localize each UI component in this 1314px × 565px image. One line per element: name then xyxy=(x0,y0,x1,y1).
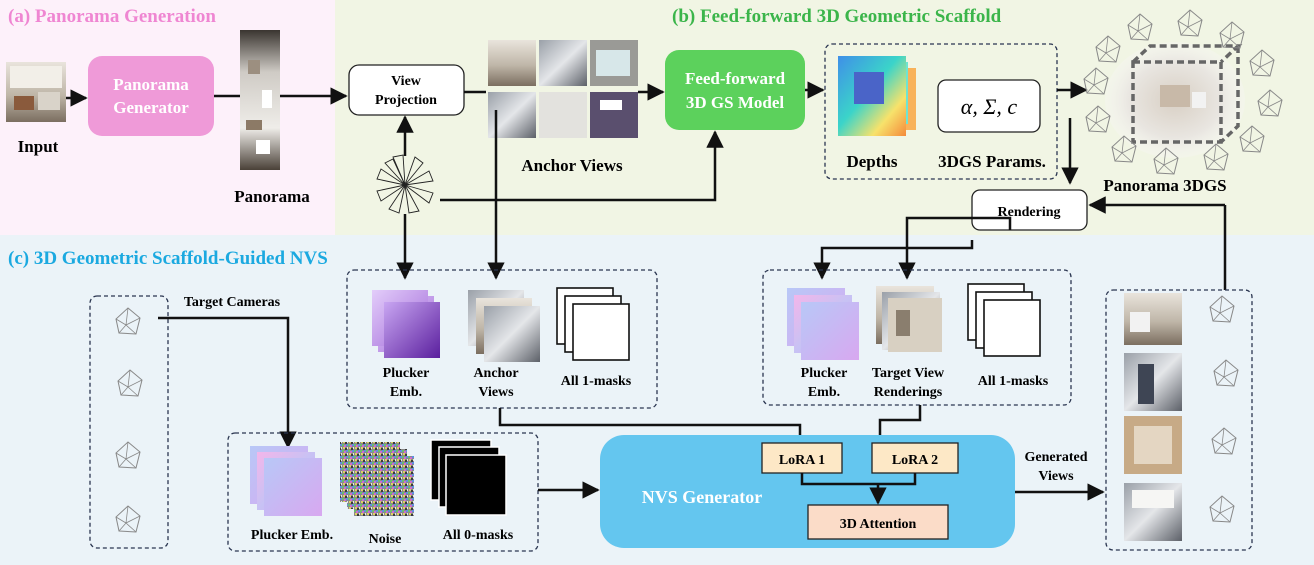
view-projection-box: View Projection xyxy=(348,64,465,116)
anchor-plucker-label-1: Plucker xyxy=(383,366,430,381)
target-renderings-label-2: Renderings xyxy=(874,385,943,400)
section-a-title: (a) Panorama Generation xyxy=(8,6,216,27)
arrow-cluster-to-ff xyxy=(440,130,724,202)
anchor-plucker-label-2: Emb. xyxy=(390,385,422,400)
zero-masks-label: All 0-masks xyxy=(443,528,514,543)
panorama-generator-label-2: Generator xyxy=(113,98,189,117)
target-input-plucker-label: Plucker Emb. xyxy=(251,528,333,543)
rendering-box: Rendering xyxy=(971,189,1088,231)
panorama-3dgs-visual xyxy=(1083,9,1283,175)
anchor-inputs-group: Plucker Emb. Anchor Views All 1-masks xyxy=(346,269,658,409)
nvs-generator-box: NVS Generator LoRA 1 LoRA 2 3D Attention xyxy=(600,435,1015,548)
line-anchor-inputs-to-lora1 xyxy=(498,408,802,442)
input-label: Input xyxy=(18,137,59,156)
view-projection-label-2: Projection xyxy=(375,93,437,108)
noise-label: Noise xyxy=(369,532,402,547)
nvs-generator-label: NVS Generator xyxy=(642,487,762,507)
generated-views-label-1: Generated xyxy=(1025,450,1088,465)
input-image xyxy=(6,62,66,122)
target-cameras-label: Target Cameras xyxy=(184,295,281,310)
params-formula: α, Σ, c xyxy=(961,94,1018,119)
depths-label: Depths xyxy=(846,152,897,171)
ff-outputs-group: Depths α, Σ, c 3DGS Params. xyxy=(824,43,1058,180)
anchor-views-input-label-2: Views xyxy=(478,385,514,400)
attention-label: 3D Attention xyxy=(840,517,917,532)
panorama-3dgs-label: Panorama 3DGS xyxy=(1103,176,1226,195)
attention-box xyxy=(807,504,949,540)
arrow-target-cameras-to-plucker xyxy=(158,316,297,449)
line-lora1-to-attention xyxy=(800,473,878,486)
generated-views-label-2: Views xyxy=(1038,469,1074,484)
view-projection-label-1: View xyxy=(391,74,422,89)
ff-model-label-1: Feed-forward xyxy=(685,69,786,88)
rendering-label: Rendering xyxy=(998,205,1061,220)
target-renderings-group: Plucker Emb. Target View Renderings All … xyxy=(762,269,1072,406)
anchor-views-input-label-1: Anchor xyxy=(473,366,518,381)
lora1-box xyxy=(761,442,843,474)
lora2-box xyxy=(871,442,959,474)
target-renderings-label-1: Target View xyxy=(872,366,945,381)
generated-views-group xyxy=(1105,289,1253,551)
anchor-masks-label: All 1-masks xyxy=(561,374,632,389)
target-inputs-group: Plucker Emb. Noise All 0-masks xyxy=(227,432,539,552)
lora2-label: LoRA 2 xyxy=(892,453,938,468)
line-target-renderings-to-lora2 xyxy=(878,405,922,442)
target-plucker-label-1: Plucker xyxy=(801,366,848,381)
anchor-views-grid xyxy=(488,40,638,138)
params-box xyxy=(937,79,1041,133)
target-masks-label: All 1-masks xyxy=(978,374,1049,389)
panorama-image xyxy=(240,30,280,170)
ff-model-label-2: 3D GS Model xyxy=(686,93,785,112)
params-label: 3DGS Params. xyxy=(938,152,1046,171)
panorama-generator-box: Panorama Generator xyxy=(88,56,214,136)
line-lora2-to-attention xyxy=(878,473,917,486)
section-b-title: (b) Feed-forward 3D Geometric Scaffold xyxy=(672,6,1002,27)
feed-forward-3dgs-box: Feed-forward 3D GS Model xyxy=(665,50,805,130)
depth-maps xyxy=(838,56,916,136)
panorama-generator-label-1: Panorama xyxy=(113,75,189,94)
target-cameras-group xyxy=(89,295,169,549)
lora1-label: LoRA 1 xyxy=(779,453,825,468)
anchor-views-label: Anchor Views xyxy=(521,156,623,175)
section-c-title: (c) 3D Geometric Scaffold-Guided NVS xyxy=(8,248,328,269)
arrow-rendering-to-plucker xyxy=(813,240,974,280)
target-plucker-label-2: Emb. xyxy=(808,385,840,400)
camera-cluster-icon xyxy=(376,154,434,214)
panorama-label: Panorama xyxy=(234,187,310,206)
